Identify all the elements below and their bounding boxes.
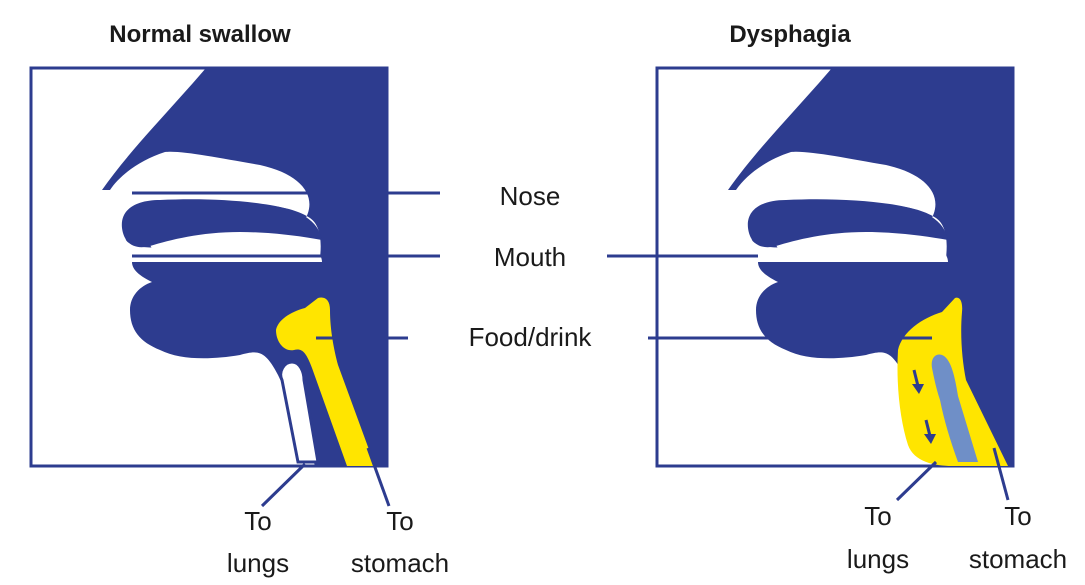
lungs-leader-left (262, 464, 305, 506)
nose-label: Nose (500, 181, 561, 211)
dysphagia-title: Dysphagia (729, 21, 851, 48)
dysphagia-to-lungs-line1: To (864, 501, 891, 531)
dysphagia-to-lungs-line2: lungs (847, 544, 909, 574)
dysphagia-panel (657, 68, 1013, 466)
normal-to-lungs-line1: To (244, 506, 271, 536)
mouth-label: Mouth (494, 242, 566, 272)
lungs-leader-right (897, 462, 936, 500)
dysphagia-to-stomach-line1: To (1004, 501, 1031, 531)
food-drink-label: Food/drink (469, 322, 593, 352)
normal-swallow-title: Normal swallow (109, 21, 291, 48)
normal-to-stomach-line2: stomach (351, 548, 449, 578)
normal-swallow-panel (31, 68, 387, 466)
normal-to-lungs-line2: lungs (227, 548, 289, 578)
dysphagia-to-stomach-line2: stomach (969, 544, 1067, 574)
normal-to-stomach-line1: To (386, 506, 413, 536)
